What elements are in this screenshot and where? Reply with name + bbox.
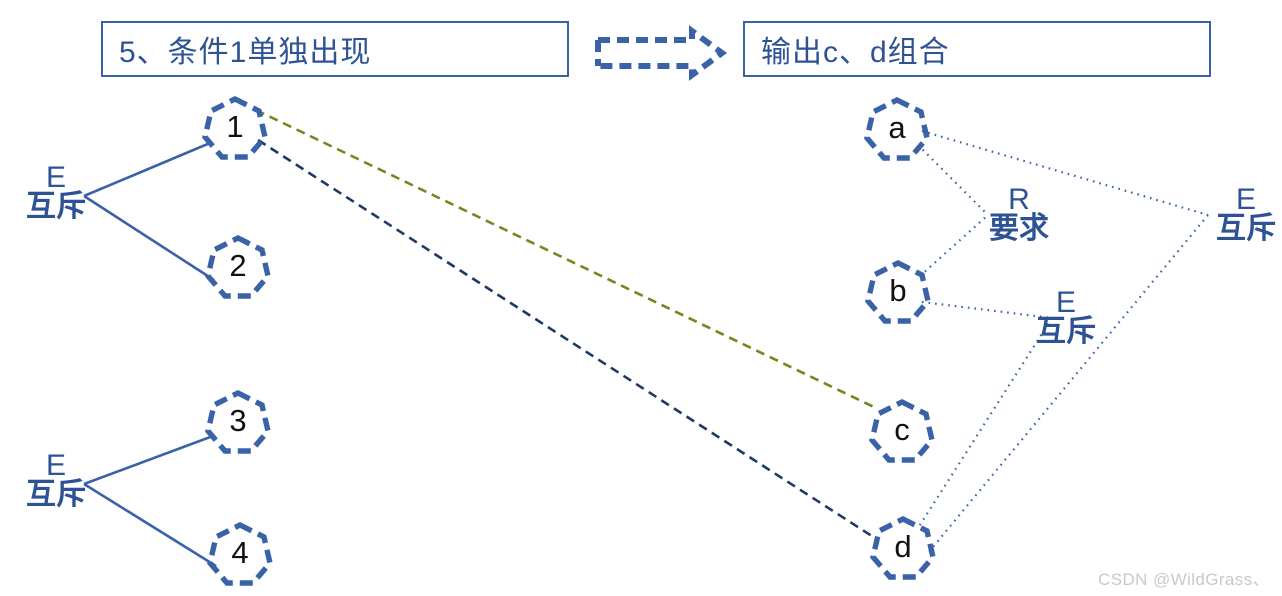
vertex-cjk-upper-left: 互斥 bbox=[26, 190, 86, 224]
vertex-cjk-require: 要求 bbox=[989, 212, 1049, 246]
edge-vertexE1-to-node1 bbox=[83, 141, 211, 198]
vertex-latin-exclusive-lower: E bbox=[1055, 286, 1076, 319]
node-shape-1[interactable] bbox=[202, 95, 268, 160]
node-label-3: 3 bbox=[229, 403, 247, 438]
edge-nodea-to-exclusive-right bbox=[921, 129, 1209, 217]
vertex-cjk-lower-left: 互斥 bbox=[26, 478, 86, 512]
condition-box-label: 5、条件1单独出现 bbox=[119, 36, 372, 69]
output-box-label: 输出c、d组合 bbox=[761, 36, 950, 69]
vertex-cjk-exclusive-right: 互斥 bbox=[1216, 212, 1276, 246]
node-shape-b[interactable] bbox=[865, 259, 931, 324]
vertex-latin-upper-left: E bbox=[45, 161, 66, 194]
node-label-a: a bbox=[888, 110, 906, 145]
edge-nodeb-to-require bbox=[919, 214, 989, 277]
edge-exclusive-right-to-noded bbox=[927, 214, 1209, 554]
vertex-label-exclusive-lower: E 互斥 bbox=[1028, 286, 1104, 349]
edge-vertexE2-to-node3 bbox=[83, 434, 214, 486]
vertex-label-exclusive-right: E 互斥 bbox=[1208, 183, 1282, 246]
node-shape-d[interactable] bbox=[870, 515, 936, 580]
node-label-b: b bbox=[889, 273, 907, 308]
node-label-d: d bbox=[894, 529, 912, 564]
node-label-2: 2 bbox=[229, 248, 247, 283]
vertex-cjk-exclusive-lower: 互斥 bbox=[1036, 315, 1096, 349]
node-shape-a[interactable] bbox=[864, 96, 930, 161]
edge-node1-to-nodec bbox=[255, 108, 877, 410]
vertex-label-require: R 要求 bbox=[981, 183, 1057, 246]
node-label-4: 4 bbox=[231, 535, 249, 570]
vertex-latin-lower-left: E bbox=[45, 449, 66, 482]
node-shape-2[interactable] bbox=[205, 234, 271, 299]
dashed-block-arrow-icon bbox=[595, 25, 728, 81]
edge-node1-to-noded bbox=[257, 138, 879, 542]
node-label-1: 1 bbox=[226, 109, 244, 144]
vertex-label-exclusive-lower-left: E 互斥 bbox=[18, 449, 94, 512]
output-box[interactable]: 输出c、d组合 bbox=[743, 21, 1211, 77]
condition-box[interactable]: 5、条件1单独出现 bbox=[101, 21, 569, 77]
edge-exclusive-lower-to-noded bbox=[917, 317, 1053, 529]
node-shape-3[interactable] bbox=[205, 389, 271, 454]
node-shape-4[interactable] bbox=[207, 521, 273, 586]
edge-vertexE2-to-node4 bbox=[83, 482, 217, 568]
vertex-latin-exclusive-right: E bbox=[1235, 183, 1256, 216]
edge-nodea-to-require bbox=[917, 144, 989, 216]
vertex-latin-require: R bbox=[1008, 183, 1030, 216]
node-label-c: c bbox=[894, 412, 910, 447]
watermark: CSDN @WildGrass、 bbox=[1098, 570, 1270, 589]
edge-vertexE1-to-node2 bbox=[83, 194, 215, 282]
vertex-label-exclusive-upper-left: E 互斥 bbox=[18, 161, 94, 224]
node-shape-c[interactable] bbox=[869, 398, 935, 463]
